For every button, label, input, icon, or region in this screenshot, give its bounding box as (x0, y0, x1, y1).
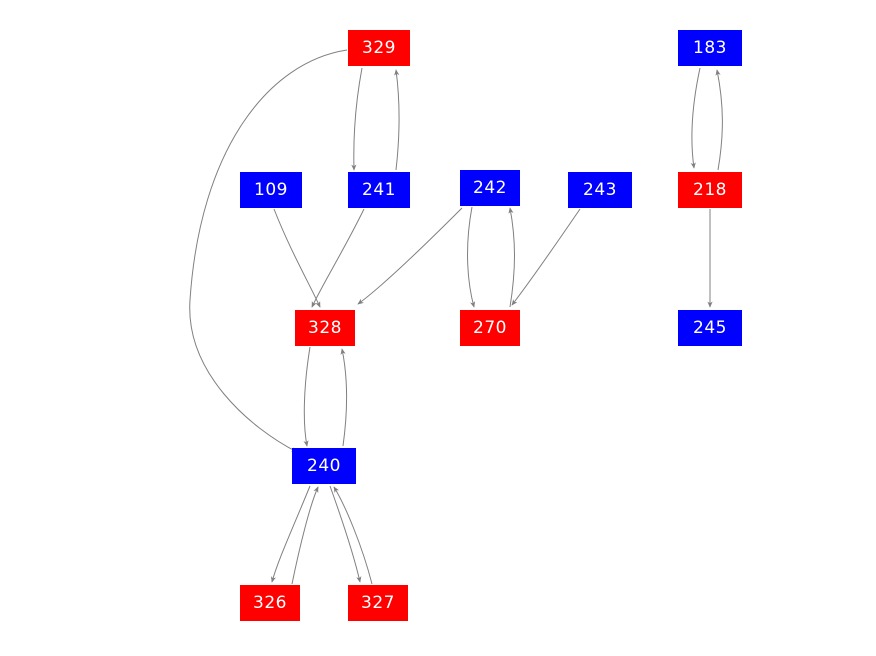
node-240[interactable]: 240 (292, 448, 356, 484)
edge-329-to-241 (351, 67, 363, 171)
node-242[interactable]: 242 (460, 170, 520, 206)
node-label-242: 242 (473, 177, 507, 198)
edge-241-to-328 (311, 208, 365, 308)
edge-242-to-270 (467, 206, 476, 308)
node-183[interactable]: 183 (678, 30, 742, 66)
edge-240-to-326 (270, 485, 311, 583)
node-label-243: 243 (583, 179, 617, 200)
edge-109-to-328 (273, 208, 321, 308)
node-label-326: 326 (253, 592, 287, 613)
node-label-183: 183 (693, 37, 727, 58)
node-label-328: 328 (308, 317, 342, 338)
edge-326-to-240 (291, 486, 319, 585)
node-327[interactable]: 327 (348, 585, 408, 621)
edge-241-to-329 (394, 69, 400, 171)
edge-243-to-270 (511, 208, 581, 306)
edge-328-to-240 (303, 346, 311, 447)
edge-327-to-240 (333, 486, 373, 585)
edge-218-to-183 (715, 69, 723, 171)
node-329[interactable]: 329 (348, 30, 410, 66)
node-label-109: 109 (254, 179, 288, 200)
node-label-218: 218 (693, 179, 727, 200)
edge-240-to-328 (340, 348, 348, 447)
edge-242-to-328 (357, 207, 463, 305)
edge-183-to-218 (690, 67, 701, 169)
edge-240-to-327 (329, 485, 362, 583)
node-328[interactable]: 328 (295, 310, 355, 346)
node-270[interactable]: 270 (460, 310, 520, 346)
node-241[interactable]: 241 (348, 172, 410, 208)
edges-group (189, 49, 723, 585)
node-218[interactable]: 218 (678, 172, 742, 208)
node-label-245: 245 (693, 317, 727, 338)
node-245[interactable]: 245 (678, 310, 742, 346)
node-label-240: 240 (307, 455, 341, 476)
edge-270-to-242 (508, 207, 515, 308)
node-label-329: 329 (362, 37, 396, 58)
node-label-241: 241 (362, 179, 396, 200)
node-243[interactable]: 243 (568, 172, 632, 208)
edge-329-to-240 (189, 49, 348, 453)
node-label-327: 327 (361, 592, 395, 613)
node-109[interactable]: 109 (240, 172, 302, 208)
node-326[interactable]: 326 (240, 585, 300, 621)
node-label-270: 270 (473, 317, 507, 338)
